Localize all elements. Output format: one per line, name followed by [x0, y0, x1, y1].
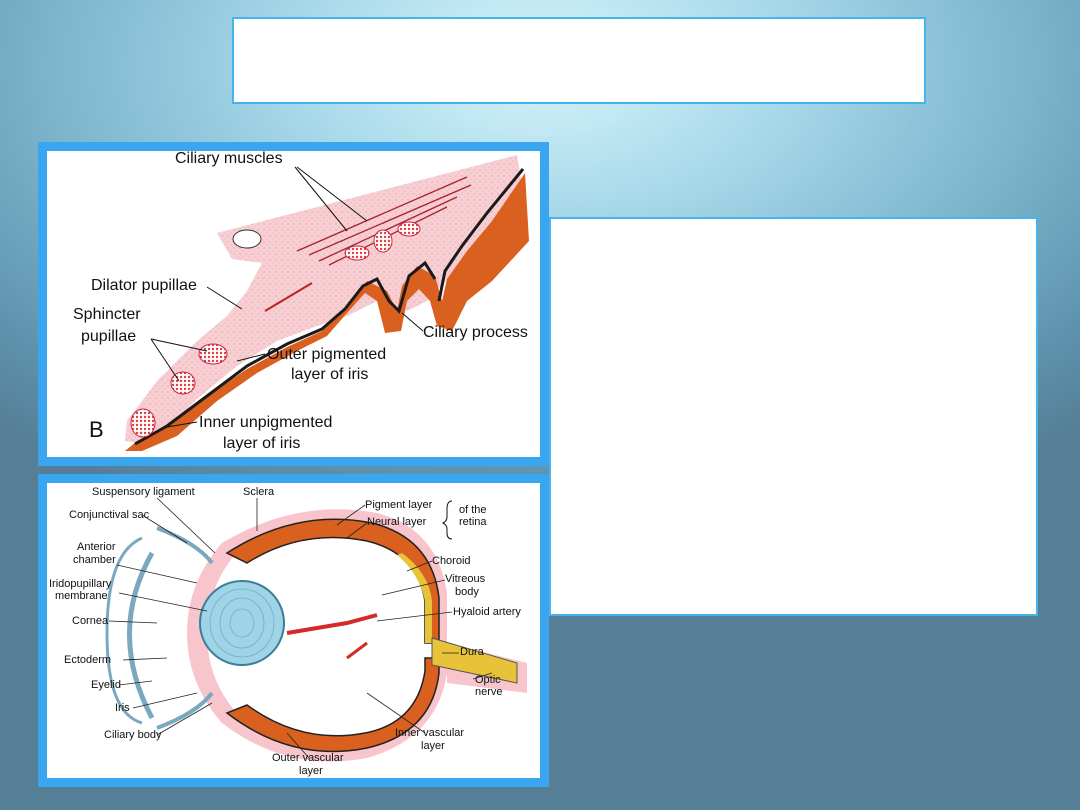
panel-letter: B — [89, 417, 104, 442]
canal-hole — [232, 229, 262, 249]
label-outer-pigmented-1: Outer pigmented — [267, 346, 386, 363]
eye-diagram-frame: Suspensory ligament Sclera Pigment layer… — [38, 474, 549, 787]
label-dura: Dura — [460, 646, 485, 658]
label-layer-b: layer — [299, 765, 323, 777]
label-iris: Iris — [115, 702, 130, 714]
label-optic: Optic — [475, 674, 501, 686]
label-suspensory-ligament: Suspensory ligament — [92, 486, 195, 498]
label-conjunctival-sac: Conjunctival sac — [69, 509, 150, 521]
iris-diagram-frame: Ciliary muscles Dilator pupillae Sphinct… — [38, 142, 549, 466]
label-layer-a: layer — [421, 740, 445, 752]
label-chamber: chamber — [73, 554, 116, 566]
label-ciliary-process: Ciliary process — [423, 324, 528, 341]
label-body: body — [455, 586, 479, 598]
label-ciliary-muscles: Ciliary muscles — [175, 151, 283, 167]
label-dilator-pupillae: Dilator pupillae — [91, 277, 197, 294]
label-outer-vascular: Outer vascular — [272, 752, 344, 764]
slide-text-box — [549, 217, 1038, 616]
label-outer-pigmented-2: layer of iris — [291, 366, 368, 383]
inner-unpigmented-line — [134, 168, 525, 446]
label-neural-layer: Neural layer — [367, 516, 427, 528]
label-inner-vascular: Inner vascular — [395, 727, 464, 739]
label-eyelid: Eyelid — [91, 679, 121, 691]
label-vitreous: Vitreous — [445, 573, 486, 585]
label-iridopupillary: Iridopupillary — [49, 578, 112, 590]
label-inner-unpigmented-2: layer of iris — [223, 435, 300, 452]
label-anterior: Anterior — [77, 541, 116, 553]
label-of-the: of the — [459, 504, 487, 516]
label-retina: retina — [459, 516, 487, 528]
iris-diagram: Ciliary muscles Dilator pupillae Sphinct… — [47, 151, 540, 457]
slide-title-box — [232, 17, 926, 104]
label-sphincter: Sphincter — [73, 306, 141, 323]
lens — [199, 580, 285, 666]
optic-nerve — [431, 637, 518, 684]
label-membrane: membrane — [55, 590, 108, 602]
label-nerve: nerve — [475, 686, 503, 698]
label-cornea: Cornea — [72, 615, 109, 627]
eye-diagram: Suspensory ligament Sclera Pigment layer… — [47, 483, 540, 778]
label-choroid: Choroid — [432, 555, 471, 567]
label-hyaloid-artery: Hyaloid artery — [453, 606, 521, 618]
label-sclera: Sclera — [243, 486, 275, 498]
label-ciliary-body: Ciliary body — [104, 729, 162, 741]
label-inner-unpigmented-1: Inner unpigmented — [199, 414, 332, 431]
label-ectoderm: Ectoderm — [64, 654, 111, 666]
pigmented-layer — [125, 173, 529, 451]
label-pupillae: pupillae — [81, 328, 136, 345]
label-pigment-layer: Pigment layer — [365, 499, 433, 511]
